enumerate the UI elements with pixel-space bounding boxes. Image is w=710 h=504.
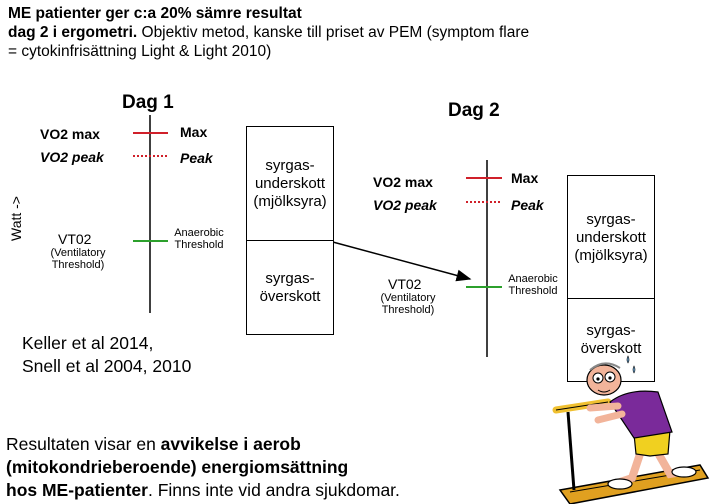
header-line-2: dag 2 i ergometri. Objektiv metod, kansk…	[8, 24, 530, 41]
shift-arrow	[317, 237, 472, 282]
treadmill-runner-illustration	[552, 355, 710, 504]
day2-title: Dag 2	[448, 100, 500, 121]
day1-peak-label: Peak	[180, 150, 213, 166]
day2-max-label: Max	[511, 170, 539, 186]
day2-deficit-box: syrgas-underskott(mjölksyra)	[567, 175, 655, 300]
references: Keller et al 2014, Snell et al 2004, 201…	[22, 333, 192, 376]
day1-vt02-label: VT02	[58, 231, 92, 247]
day1-max-label: Max	[180, 124, 208, 140]
day1-deficit-box: syrgas-underskott(mjölksyra)	[246, 126, 334, 242]
header-line-3: = cytokinfrisättning Light & Light 2010)	[8, 43, 272, 60]
day2-vo2max-label: VO2 max	[373, 174, 433, 190]
day1-surplus-box: syrgas-överskott	[246, 240, 334, 335]
day2-vt02-label: VT02	[388, 276, 422, 292]
day1-vo2peak-label: VO2 peak	[40, 149, 104, 165]
day1-vo2max-label: VO2 max	[40, 126, 100, 142]
conclusion-text: Resultaten visar en avvikelse i aerob (m…	[6, 434, 400, 500]
day1-title: Dag 1	[122, 92, 174, 113]
day2-vo2peak-label: VO2 peak	[373, 197, 437, 213]
day2-peak-label: Peak	[511, 197, 544, 213]
header-line-1: ME patienter ger c:a 20% sämre resultat	[8, 5, 302, 22]
slide-header: ME patienter ger c:a 20% sämre resultat …	[8, 4, 648, 61]
